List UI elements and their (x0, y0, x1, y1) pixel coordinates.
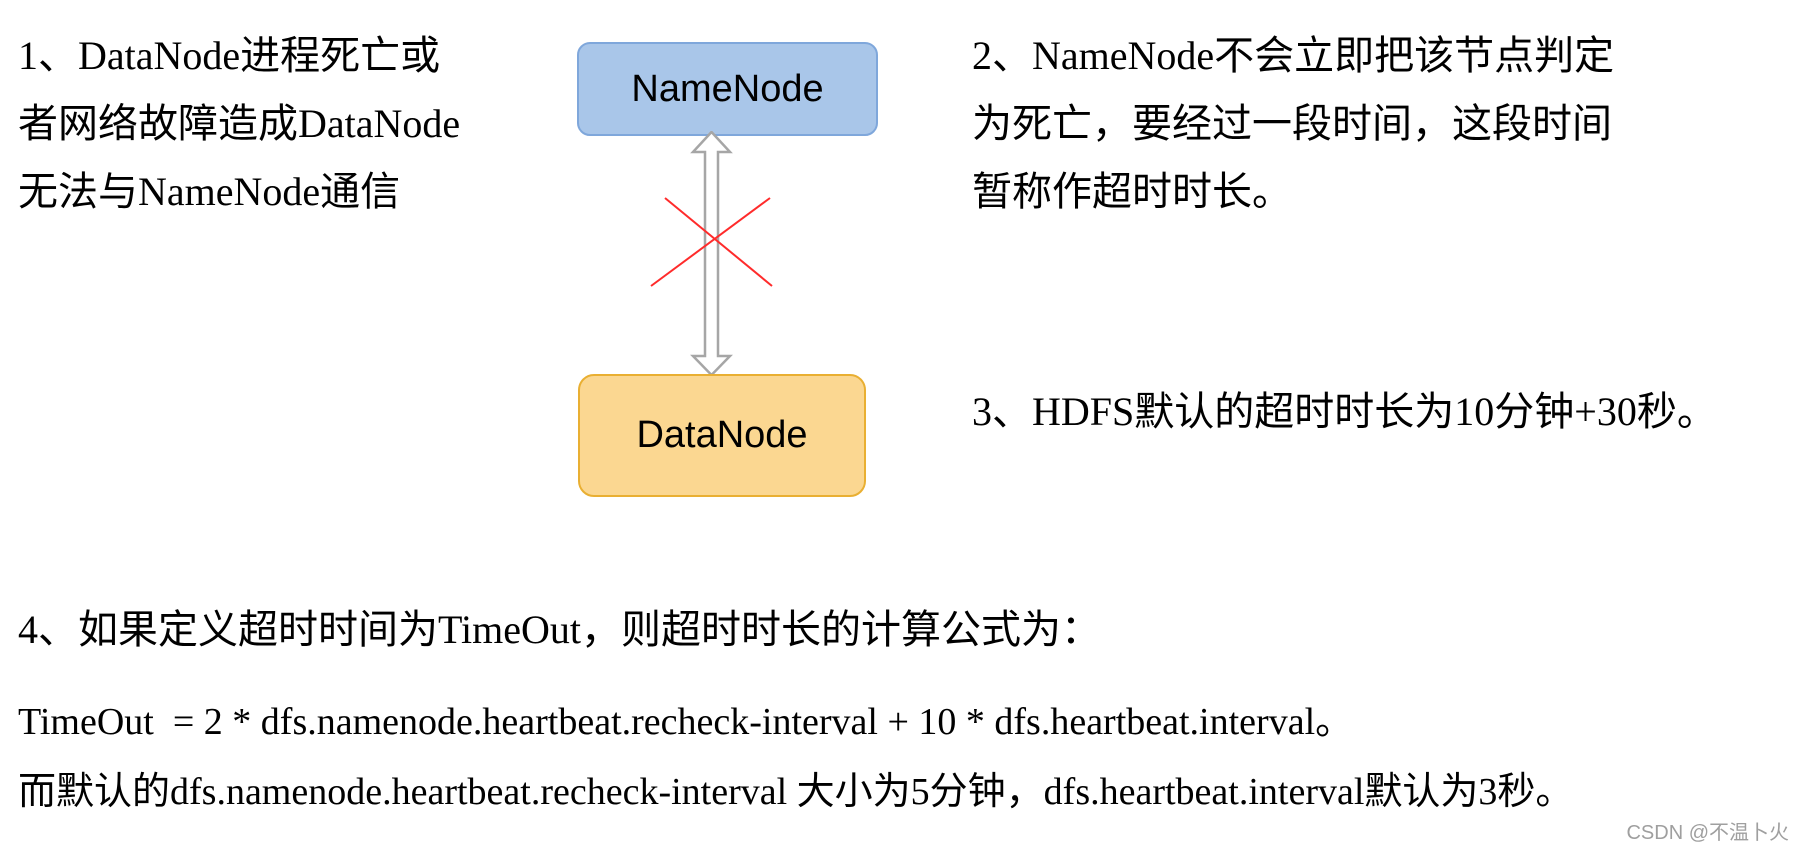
note-default-values: 而默认的dfs.namenode.heartbeat.recheck-inter… (18, 771, 1574, 813)
note-default-timeout: 3、HDFS默认的超时时长为10分钟+30秒。 (972, 389, 1717, 434)
datanode-label: DataNode (636, 414, 808, 456)
note-timeout-definition-line1: 2、NameNode不会立即把该节点判定 (972, 33, 1615, 78)
note-datanode-failure-line3: 无法与NameNode通信 (18, 169, 401, 214)
namenode-box: NameNode (577, 42, 878, 136)
note-timeout-definition-line3: 暂称作超时时长。 (972, 169, 1292, 214)
note-datanode-failure: 1、DataNode进程死亡或 者网络故障造成DataNode 无法与NameN… (18, 22, 460, 226)
note-timeout-definition: 2、NameNode不会立即把该节点判定 为死亡，要经过一段时间，这段时间 暂称… (972, 22, 1614, 226)
timeout-formula: TimeOut = 2 * dfs.namenode.heartbeat.rec… (18, 701, 1354, 743)
broken-connection-x-icon (650, 197, 773, 287)
note-datanode-failure-line1: 1、DataNode进程死亡或 (18, 33, 441, 78)
namenode-label: NameNode (631, 67, 824, 110)
note-timeout-definition-line2: 为死亡，要经过一段时间，这段时间 (972, 101, 1612, 146)
datanode-box: DataNode (578, 374, 866, 497)
csdn-watermark: CSDN @不温卜火 (1626, 822, 1789, 844)
note-formula-intro: 4、如果定义超时时间为TimeOut，则超时时长的计算公式为： (18, 607, 1102, 652)
note-datanode-failure-line2: 者网络故障造成DataNode (18, 101, 461, 146)
